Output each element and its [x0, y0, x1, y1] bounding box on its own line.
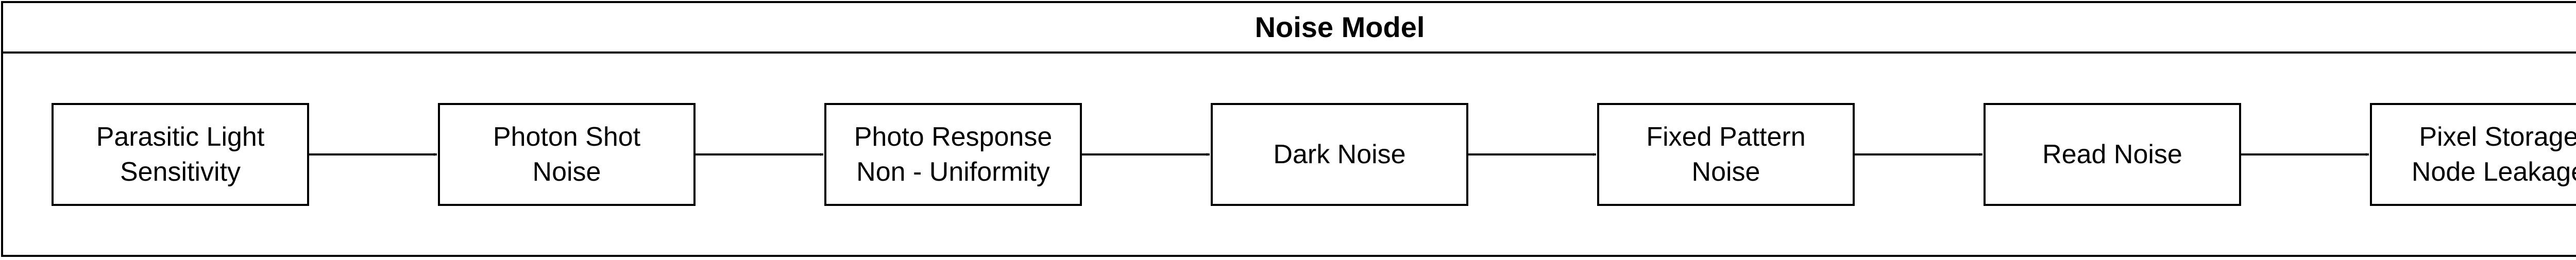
node-dark-noise[interactable]: Dark Noise — [1211, 103, 1468, 206]
container-header: Noise Model — [3, 3, 2576, 54]
node-label-line: Photo Response — [854, 122, 1053, 152]
node-label-line: Node Leakage — [2411, 157, 2576, 187]
node-label-line: Dark Noise — [1273, 140, 1406, 169]
node-label-line: Photon Shot — [493, 122, 641, 152]
node-label-line: Read Noise — [2042, 140, 2182, 169]
node-label-line: Pixel Storage — [2419, 122, 2576, 152]
node-label-line: Noise — [1691, 157, 1760, 187]
node-read-noise[interactable]: Read Noise — [1984, 103, 2241, 206]
node-label-line: Sensitivity — [120, 157, 241, 187]
node-label-line: Fixed Pattern — [1646, 122, 1806, 152]
node-label-line: Noise — [532, 157, 601, 187]
node-label-line: Non - Uniformity — [856, 157, 1050, 187]
node-label-line: Parasitic Light — [96, 122, 265, 152]
diagram-title: Noise Model — [1255, 11, 1425, 43]
